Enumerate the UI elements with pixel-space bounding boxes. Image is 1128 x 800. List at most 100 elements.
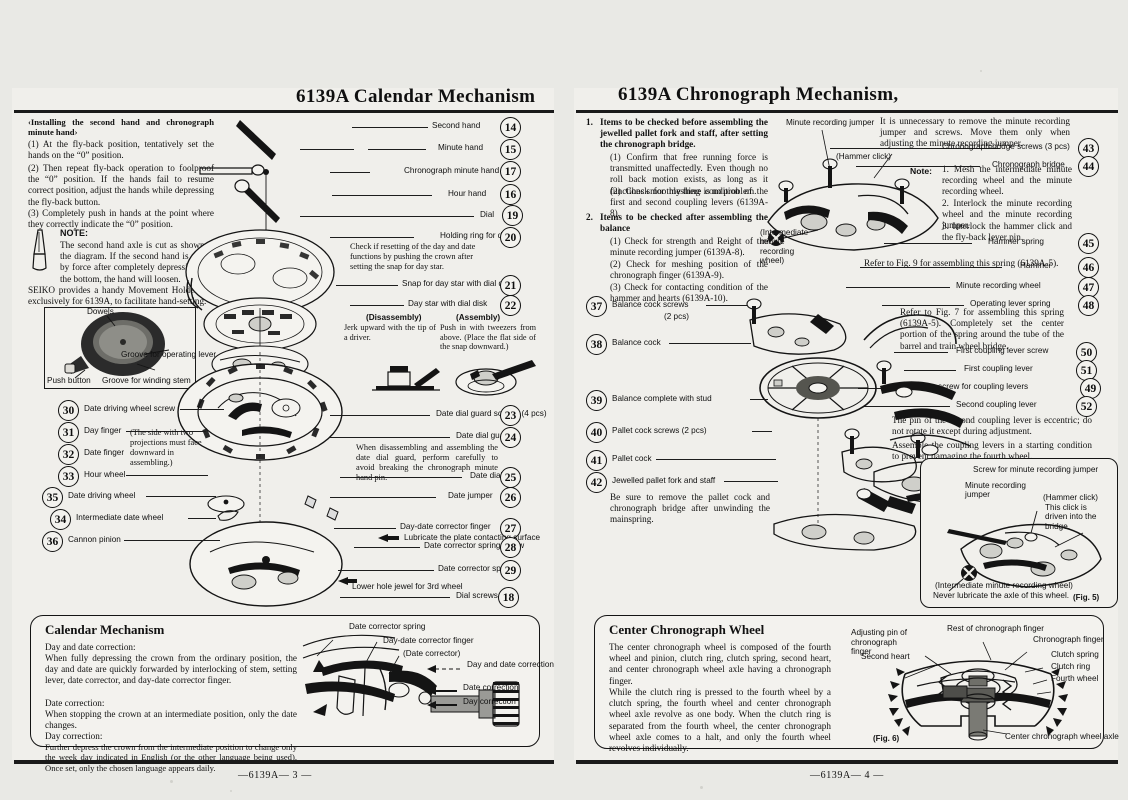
callout-number-46: 46 bbox=[1078, 257, 1099, 278]
note-label: NOTE: bbox=[60, 228, 88, 238]
fig5-click-label: (Hammer click) bbox=[1043, 493, 1099, 502]
callout-number-37: 37 bbox=[586, 296, 607, 317]
calendar-p0: Day and date correction: bbox=[45, 642, 136, 652]
callout-label-36: Cannon pinion bbox=[68, 535, 121, 544]
checklist-2-number: 2. bbox=[586, 212, 593, 222]
checklist-1-head: Items to be checked before assembling th… bbox=[600, 117, 768, 150]
fig5-caption: (Fig. 5) bbox=[1073, 593, 1100, 602]
callout-label-27: Day-date corrector finger bbox=[400, 522, 491, 531]
fig6-label-second-heart: Second heart bbox=[861, 652, 910, 661]
callout-label-23: Date dial guard screws (4 pcs) bbox=[436, 409, 547, 418]
callout-label-20: Holding ring for dial bbox=[440, 231, 511, 240]
callout-number-28: 28 bbox=[500, 537, 521, 558]
callout-label-49: Holding screw for coupling levers bbox=[908, 382, 1029, 391]
callout-number-16: 16 bbox=[500, 184, 521, 205]
callout-label-21: Snap for day star with dial disk bbox=[402, 279, 514, 288]
calendar-mechanism-box: Calendar Mechanism Day and date correcti… bbox=[30, 615, 554, 773]
callout-label-51: First coupling lever bbox=[964, 364, 1033, 373]
callout-number-18: 18 bbox=[498, 587, 519, 608]
callout-label-30: Date driving wheel screw bbox=[84, 404, 176, 413]
legend-arrow-3-icon bbox=[427, 701, 457, 709]
callout-label-42: Jewelled pallet fork and staff bbox=[612, 476, 716, 485]
eccentric-note: The pin of the second coupling lever is … bbox=[892, 415, 1092, 437]
figure-label-date-corrector: (Date corrector) bbox=[403, 649, 461, 658]
callout-number-25: 25 bbox=[500, 467, 521, 488]
callout-number-42: 42 bbox=[586, 472, 607, 493]
cut-axle-icon bbox=[32, 229, 47, 271]
disassembly-tool-figure bbox=[372, 366, 440, 391]
calendar-p2: Date correction: bbox=[45, 698, 105, 708]
right-bottom-rule bbox=[576, 760, 1118, 764]
callout-label-48: Operating lever spring bbox=[970, 299, 1051, 308]
right-page-title: 6139A Chronograph Mechanism, bbox=[618, 84, 899, 105]
install-step-1: (1) At the fly-back position, tentativel… bbox=[28, 139, 214, 161]
fig6-label-fourth-wheel: Fourth wheel bbox=[1051, 674, 1099, 683]
note-item-2: 2. Interlock the minute recording wheel … bbox=[942, 198, 1072, 231]
callout-number-36: 36 bbox=[42, 531, 63, 552]
checklist-2-item-1: (1) Check for strength and Reight of the… bbox=[610, 236, 768, 258]
right-title-rule bbox=[576, 110, 1118, 113]
callout-label-32: Date finger bbox=[84, 448, 125, 457]
callout-label-34: Intermediate date wheel bbox=[76, 513, 164, 522]
dowels-label: Dowels bbox=[87, 307, 114, 316]
callout-number-51: 51 bbox=[1076, 360, 1097, 381]
install-heading: ‹Installing the second hand and chronogr… bbox=[28, 117, 214, 138]
callout-number-14: 14 bbox=[500, 117, 521, 138]
checklist-2-item-2: (2) Check for meshing position of the ch… bbox=[610, 259, 768, 281]
callout-label-46: Hammer bbox=[1020, 261, 1052, 270]
callout-label-47: Minute recording wheel bbox=[956, 281, 1041, 290]
fig5-bridge-figure bbox=[947, 510, 1102, 592]
callout-label-45: Hammer spring bbox=[988, 237, 1044, 246]
figure-label-date-corrector-spring: Date corrector spring bbox=[349, 622, 426, 631]
callout-sublabel-37: (2 pcs) bbox=[664, 312, 690, 321]
callout-number-52: 52 bbox=[1076, 396, 1097, 417]
callout-number-21: 21 bbox=[500, 275, 521, 296]
callout-number-20: 20 bbox=[500, 227, 521, 248]
callout-label-52: Second coupling lever bbox=[956, 400, 1037, 409]
note-item-1: 1. Mesh the intermediate minute recordin… bbox=[942, 164, 1072, 197]
callout-number-40: 40 bbox=[586, 422, 607, 443]
assembly-body: Push in with tweezers from above. (Place… bbox=[440, 323, 536, 352]
assembly-heading: (Assembly) bbox=[456, 313, 501, 322]
callout-number-44: 44 bbox=[1078, 156, 1099, 177]
callout-label-18: Dial screws bbox=[456, 591, 498, 600]
callout-label-35: Date driving wheel bbox=[68, 491, 136, 500]
minute-recording-jumper-label: Minute recording jumper bbox=[786, 118, 875, 127]
calendar-p5: Further depress the crown from the inter… bbox=[45, 742, 297, 773]
callout-number-22: 22 bbox=[500, 295, 521, 316]
callout-label-29: Date corrector spring bbox=[438, 564, 515, 573]
callout-number-26: 26 bbox=[500, 487, 521, 508]
callout-number-47: 47 bbox=[1078, 277, 1099, 298]
callout-number-19: 19 bbox=[502, 205, 523, 226]
callout-label-38: Balance cock bbox=[612, 338, 661, 347]
holder-note: SEIKO provides a handy Movement Holder S… bbox=[28, 285, 223, 307]
left-page-title: 6139A Calendar Mechanism bbox=[296, 86, 536, 107]
fig6-caption: (Fig. 6) bbox=[873, 734, 900, 743]
figure-label-day-date-corrector-finger: Day-date corrector finger bbox=[383, 636, 474, 645]
left-bottom-rule bbox=[14, 760, 554, 764]
fig6-label-axle: Center chronograph wheel axle bbox=[1005, 732, 1119, 741]
left-title-rule bbox=[14, 110, 554, 113]
crown-check-note: Check if resetting of the day and date f… bbox=[350, 242, 476, 271]
fig6-label-adjusting-pin: Adjusting pin of chronograph finger bbox=[851, 628, 907, 657]
callout-number-30: 30 bbox=[58, 400, 79, 421]
legend-arrow-1-icon bbox=[427, 665, 460, 673]
callout-label-15: Minute hand bbox=[438, 143, 484, 152]
callout-label-17: Chronograph minute hand bbox=[404, 166, 500, 175]
chronograph-bridge-figure bbox=[767, 129, 939, 251]
callout-number-33: 33 bbox=[58, 466, 79, 487]
groove-stem-label: Groove for winding stem bbox=[102, 376, 191, 385]
calendar-p4: Day correction: bbox=[45, 731, 103, 741]
fig5-bottom-body: Never lubricate the axle of this wheel. bbox=[933, 591, 1070, 600]
callout-label-41: Pallet cock bbox=[612, 454, 652, 463]
fig5-screw-label: Screw for minute recording jumper bbox=[973, 465, 1099, 474]
pallet-note: Be sure to remove the pallet cock and ch… bbox=[610, 492, 770, 525]
callout-label-14: Second hand bbox=[432, 121, 481, 130]
push-button-label: Push button bbox=[47, 376, 91, 385]
hammer-click-label: (Hammer click) bbox=[836, 152, 892, 161]
callout-number-24: 24 bbox=[500, 427, 521, 448]
disassembly-heading: (Disassembly) bbox=[366, 313, 422, 322]
fig9-note: Refer to Fig. 9 for assembling this spri… bbox=[864, 258, 1059, 268]
left-page: 6139A Calendar Mechanism ‹Installing the… bbox=[0, 0, 564, 800]
